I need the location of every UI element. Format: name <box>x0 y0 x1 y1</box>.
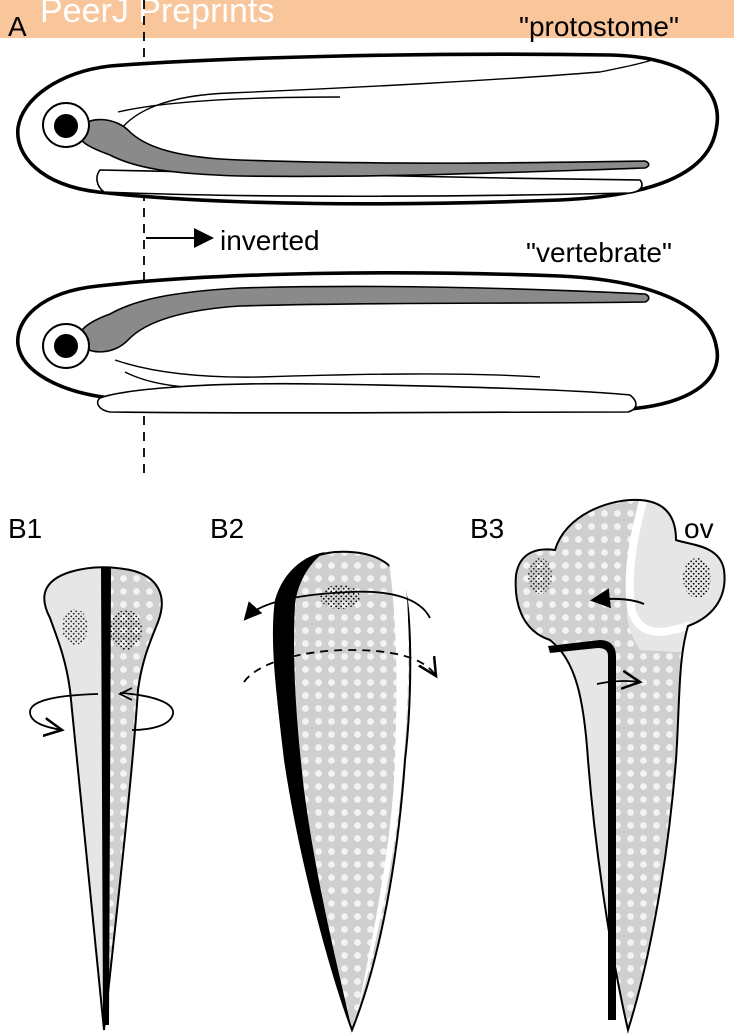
b2-eyespot <box>320 585 360 609</box>
ov-label: ov <box>684 513 714 544</box>
b3-label: B3 <box>470 513 504 544</box>
inverted-label: inverted <box>220 225 320 256</box>
b2-larva <box>244 540 436 1034</box>
b1-left-eyespot <box>62 609 88 645</box>
banner-text: PeerJ Preprints <box>40 0 274 30</box>
b3-larva <box>500 490 730 1034</box>
protostome-larva <box>18 54 718 204</box>
b2-label: B2 <box>210 513 244 544</box>
b1-right-eyespot <box>110 610 142 650</box>
protostome-eye <box>54 114 78 138</box>
b3-right-eyespot <box>683 558 711 598</box>
b3-left-eyespot <box>528 558 552 594</box>
protostome-title: "protostome" <box>519 11 679 42</box>
b1-larva <box>30 560 175 1034</box>
b1-label: B1 <box>8 513 42 544</box>
vertebrate-eye <box>54 334 78 358</box>
vertebrate-title: "vertebrate" <box>526 237 672 268</box>
vertebrate-larva <box>18 273 718 413</box>
panel-a-label: A <box>8 11 27 42</box>
